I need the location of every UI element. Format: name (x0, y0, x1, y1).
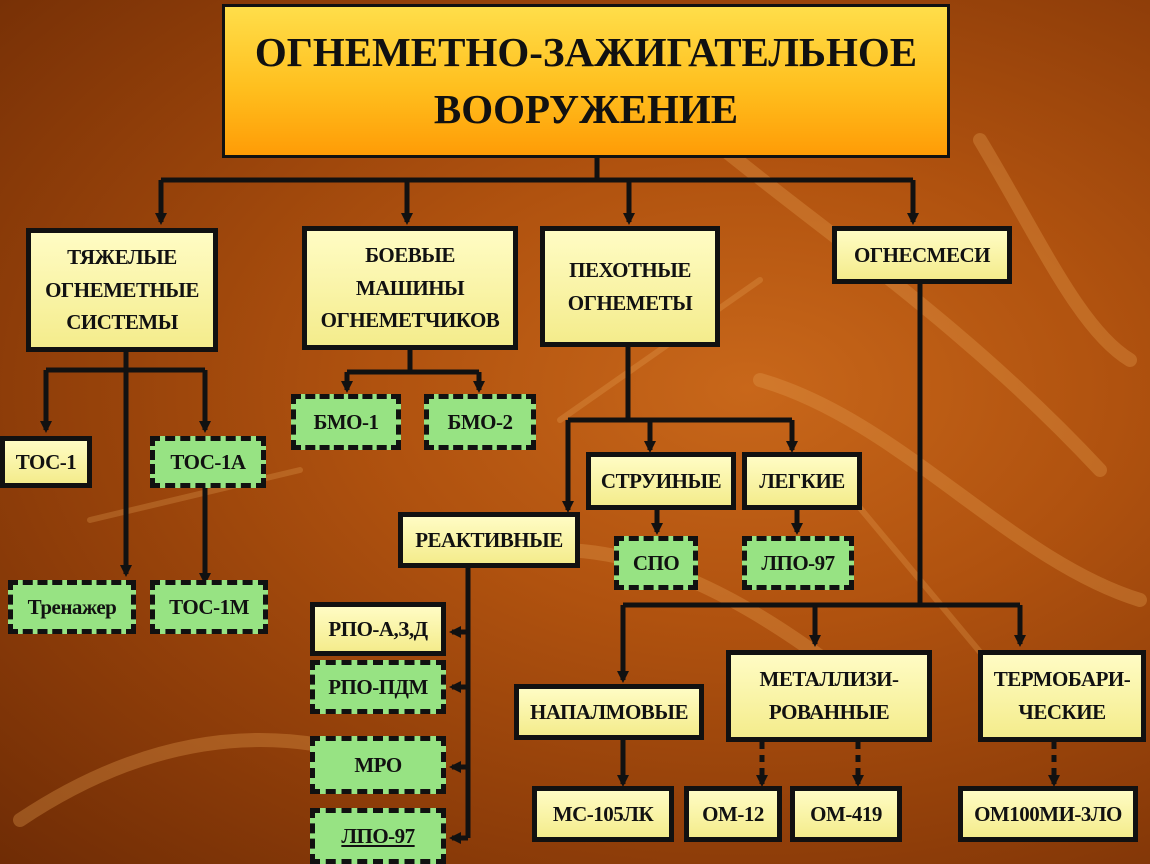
node-trainer: Тренажер (8, 580, 136, 634)
category-fire-mixtures: ОГНЕСМЕСИ (832, 226, 1012, 284)
category-infantry-flamethrowers: ПЕХОТНЫЕ ОГНЕМЕТЫ (540, 226, 720, 347)
node-tos-1a: ТОС-1А (150, 436, 266, 488)
node-mro: МРО (310, 736, 446, 794)
node-rpo-azd: РПО-А,З,Д (310, 602, 446, 656)
node-napalm: НАПАЛМОВЫЕ (514, 684, 704, 740)
title-box: ОГНЕМЕТНО-ЗАЖИГАТЕЛЬНОЕ ВООРУЖЕНИЕ (222, 4, 950, 158)
node-reactive: РЕАКТИВНЫЕ (398, 512, 580, 568)
category-heavy-flamethrower-systems: ТЯЖЕЛЫЕ ОГНЕМЕТНЫЕ СИСТЕМЫ (26, 228, 218, 352)
node-spo: СПО (614, 536, 698, 590)
node-metallized: МЕТАЛЛИЗИ- РОВАННЫЕ (726, 650, 932, 742)
node-bmo-2: БМО-2 (424, 394, 536, 450)
node-lpo-97-light: ЛПО-97 (742, 536, 854, 590)
node-om-12: ОМ-12 (684, 786, 782, 842)
node-ms-105lk: МС-105ЛК (532, 786, 674, 842)
node-om100mi-3lo: ОМ100МИ-3ЛО (958, 786, 1138, 842)
node-lpo-97: ЛПО-97 (310, 808, 446, 864)
node-thermobaric: ТЕРМОБАРИ- ЧЕСКИЕ (978, 650, 1146, 742)
node-om-419: ОМ-419 (790, 786, 902, 842)
node-tos-1m: ТОС-1М (150, 580, 268, 634)
node-bmo-1: БМО-1 (291, 394, 401, 450)
node-jet: СТРУИНЫЕ (586, 452, 736, 510)
node-light: ЛЕГКИЕ (742, 452, 862, 510)
node-tos-1: ТОС-1 (0, 436, 92, 488)
node-rpo-pdm: РПО-ПДМ (310, 660, 446, 714)
category-combat-vehicles: БОЕВЫЕ МАШИНЫ ОГНЕМЕТЧИКОВ (302, 226, 518, 350)
